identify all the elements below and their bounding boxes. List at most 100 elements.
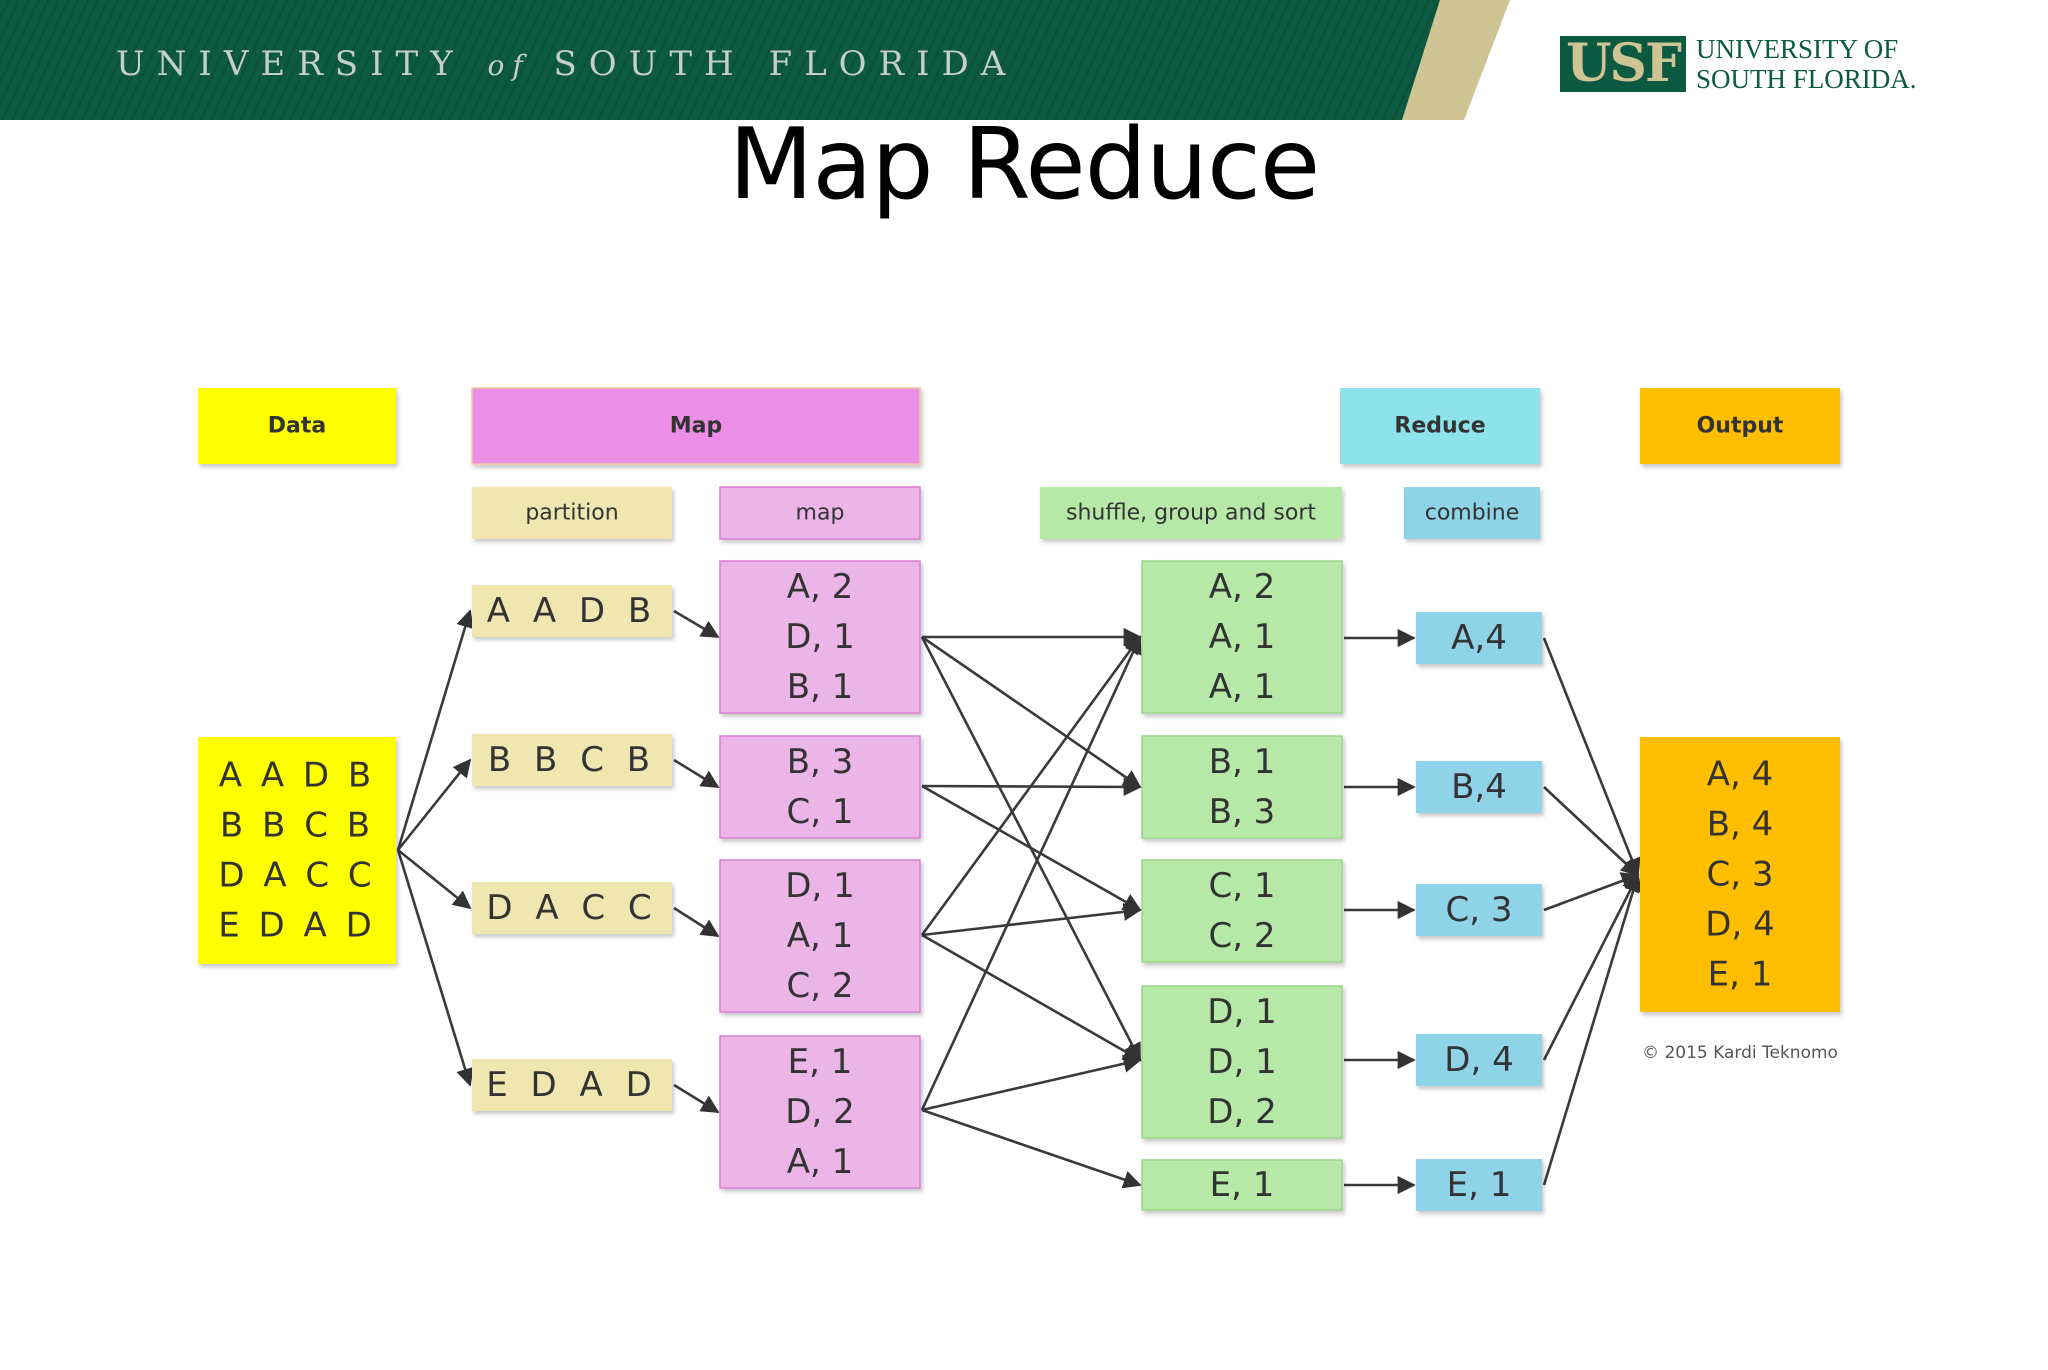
combine-box: A,4 (1416, 612, 1542, 664)
partition-box-rect (472, 1059, 672, 1111)
sub-header-shuffle: shuffle, group and sort (1040, 487, 1342, 539)
arrow-map-to-shuffle (921, 1054, 1142, 1112)
arrow-map-to-shuffle (921, 902, 1142, 937)
stage-header-map-line: Map (670, 414, 723, 439)
partition-box-line: E D A D (486, 1065, 658, 1105)
banner-text-right: SOUTH FLORIDA (553, 44, 1018, 84)
sub-header-map-rect (719, 486, 921, 540)
map-output-box-rect (719, 560, 921, 714)
shuffle-group-box-rect (1141, 859, 1343, 963)
map-output-box: A, 2D, 1B, 1 (719, 560, 921, 714)
sub-header-shuffle-rect (1040, 487, 1342, 539)
partition-box-line: D A C C (486, 888, 657, 928)
input-data-box-line: B B C B (220, 806, 374, 846)
map-output-box-rect (719, 859, 921, 1013)
partition-box-line: B B C B (488, 740, 656, 780)
shuffle-group-box-line: E, 1 (1210, 1165, 1275, 1205)
shuffle-group-box-line: A, 2 (1209, 567, 1276, 607)
input-data-box-line: A A D B (219, 756, 375, 796)
map-output-box: E, 1D, 2A, 1 (719, 1035, 921, 1189)
shuffle-group-box-rect (1141, 735, 1343, 839)
combine-box-line: A,4 (1451, 618, 1507, 658)
arrow-map-to-shuffle (920, 635, 1142, 936)
partition-box-line: A A D B (487, 591, 657, 631)
output-box-line: C, 3 (1707, 855, 1774, 895)
partition-box-rect (472, 734, 672, 786)
combine-box: B,4 (1416, 761, 1542, 813)
shuffle-group-box: E, 1 (1141, 1159, 1343, 1211)
combine-box-line: D, 4 (1444, 1040, 1513, 1080)
arrow-partition-to-map (673, 758, 720, 789)
shuffle-group-box-line: C, 1 (1209, 866, 1276, 906)
combine-box-rect (1416, 612, 1542, 664)
arrow-data-to-partition (396, 609, 474, 851)
combine-box-line: C, 3 (1446, 890, 1513, 930)
stage-header-reduce-rect (1340, 388, 1540, 464)
arrow-data-to-partition (396, 849, 474, 1087)
sub-header-map: map (719, 486, 921, 540)
sub-header-combine-line: combine (1425, 501, 1520, 526)
sub-header-map-line: map (796, 501, 845, 526)
stage-header-data-rect (198, 388, 396, 464)
stage-header-map: Map (471, 387, 921, 465)
input-data-box-rect (198, 737, 396, 964)
combine-box-line: B,4 (1451, 767, 1507, 807)
usf-logo-name: UNIVERSITY OF SOUTH FLORIDA. (1696, 34, 1917, 94)
stage-header-data: Data (198, 388, 396, 464)
shuffle-group-box: A, 2A, 1A, 1 (1141, 560, 1343, 714)
combine-box-line: E, 1 (1447, 1165, 1512, 1205)
usf-logo-line2: SOUTH FLORIDA. (1696, 64, 1917, 94)
shuffle-group-box-line: C, 2 (1209, 916, 1276, 956)
shuffle-group-box: B, 1 B, 3 (1141, 735, 1343, 839)
arrow-combine-to-output (1542, 873, 1640, 1061)
map-output-box-line: E, 1 (788, 1042, 853, 1082)
arrow-map-to-shuffle (921, 784, 1142, 912)
sub-header-combine: combine (1404, 487, 1540, 539)
map-output-box-line: C, 2 (787, 966, 854, 1006)
banner-text-of: of (487, 49, 531, 82)
shuffle-group-box-line: A, 1 (1209, 667, 1276, 707)
sub-header-combine-rect (1404, 487, 1540, 539)
combine-box-rect (1416, 884, 1542, 936)
banner-university-name: UNIVERSITY of SOUTH FLORIDA (116, 44, 1017, 84)
stage-header-output-line: Output (1697, 414, 1784, 439)
arrow-map-to-shuffle (921, 933, 1142, 1062)
input-data-box: A A D BB B C BD A C CE D A D (198, 737, 396, 964)
arrows-layer (396, 609, 1642, 1195)
banner-text-left: UNIVERSITY (116, 44, 465, 84)
shuffle-group-box-line: D, 1 (1207, 1042, 1276, 1082)
shuffle-group-box: D, 1D, 1D, 2 (1141, 985, 1343, 1139)
arrow-partition-to-map (673, 1083, 720, 1114)
usf-logo-line1: UNIVERSITY OF (1696, 34, 1899, 64)
arrow-data-to-partition (397, 848, 472, 910)
partition-box: E D A D (472, 1059, 672, 1111)
map-output-box-line: A, 1 (787, 916, 854, 956)
combine-box-rect (1416, 761, 1542, 813)
partition-box-rect (472, 882, 672, 934)
output-box-line: B, 4 (1707, 805, 1774, 845)
stage-header-output: Output (1640, 388, 1840, 464)
arrow-combine-to-output (1543, 872, 1640, 912)
combine-box: E, 1 (1416, 1159, 1542, 1211)
output-box-line: E, 1 (1708, 955, 1773, 995)
output-box-line: D, 4 (1705, 905, 1774, 945)
map-output-box-line: B, 3 (787, 742, 854, 782)
shuffle-group-box-rect (1141, 1159, 1343, 1211)
shuffle-group-box-line: B, 3 (1209, 792, 1276, 832)
output-box-line: A, 4 (1707, 755, 1774, 795)
arrow-combine-to-output (1542, 637, 1641, 877)
partition-box-rect (472, 585, 672, 637)
map-output-box-rect (719, 735, 921, 839)
combine-box: D, 4 (1416, 1034, 1542, 1086)
sub-header-partition-rect (472, 487, 672, 539)
arrow-map-to-shuffle (921, 635, 1142, 789)
combine-box-rect (1416, 1159, 1542, 1211)
combine-box-rect (1416, 1034, 1542, 1086)
sub-header-partition: partition (472, 487, 672, 539)
copyright-text: © 2015 Kardi Teknomo (1642, 1043, 1838, 1063)
shuffle-group-box-line: B, 1 (1209, 742, 1276, 782)
sub-header-shuffle-line: shuffle, group and sort (1066, 501, 1316, 526)
slide-title: Map Reduce (728, 108, 1320, 222)
